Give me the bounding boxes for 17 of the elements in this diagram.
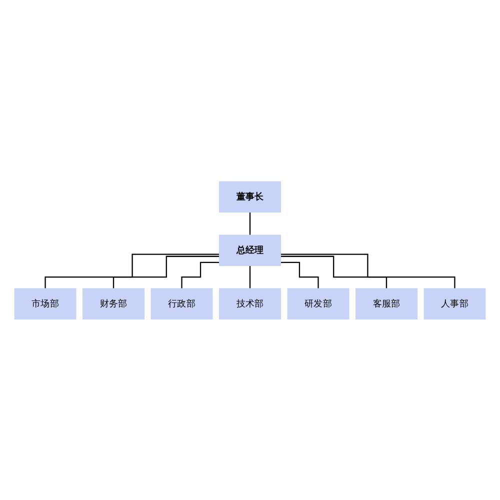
node-box: 市场部	[14, 288, 76, 320]
connector	[280, 253, 456, 289]
connector	[181, 261, 220, 289]
node-box: 董事长	[219, 180, 281, 212]
node-box: 财务部	[82, 288, 144, 320]
node-box: 研发部	[287, 288, 350, 320]
node-box: 总经理	[219, 234, 281, 266]
node-box: 技术部	[219, 288, 281, 320]
connector	[44, 253, 220, 289]
node-box: 行政部	[150, 288, 213, 320]
node-box: 客服部	[355, 288, 418, 320]
node-box: 人事部	[424, 288, 486, 320]
connector	[249, 211, 251, 236]
connector	[280, 261, 319, 289]
connector	[249, 264, 251, 289]
connector	[280, 255, 388, 289]
connector	[112, 255, 220, 289]
